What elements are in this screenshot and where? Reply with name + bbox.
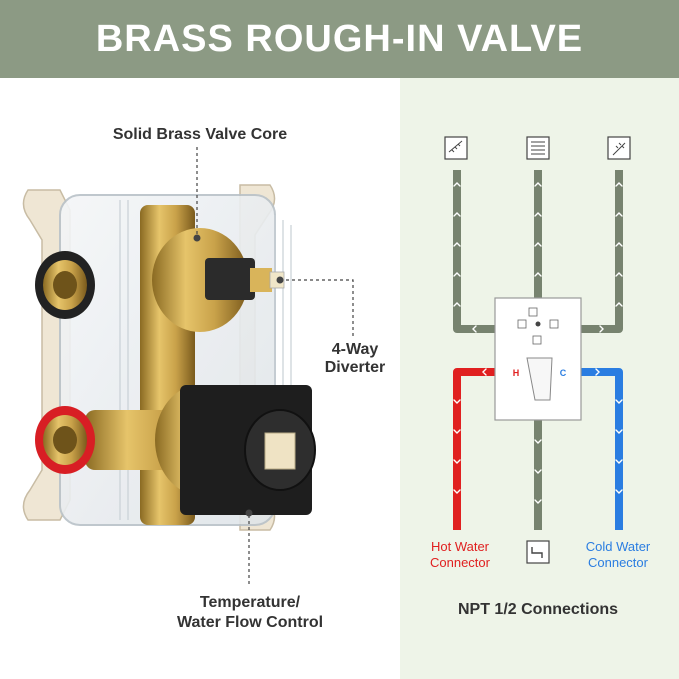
callout-line-diverter — [280, 279, 354, 338]
mixer-handle — [526, 357, 553, 401]
pipe-outlet-right — [581, 170, 623, 333]
cold-label-line2: Connector — [588, 555, 648, 570]
label-diverter-line1: 4-Way — [331, 341, 379, 358]
hot-port — [35, 406, 95, 474]
hot-mark: H — [512, 368, 520, 378]
label-temp-line2: Water Flow Control — [176, 614, 324, 631]
pipe-cold — [581, 368, 623, 530]
trim-plate — [494, 297, 582, 421]
label-diverter-line2: Diverter — [324, 359, 386, 376]
ceiling-shower-icon — [526, 136, 550, 160]
temperature-cartridge — [180, 385, 316, 515]
page-title: BRASS ROUGH-IN VALVE — [95, 17, 584, 60]
pipe-outlet-left — [453, 170, 495, 333]
label-valve-core: Solid Brass Valve Core — [112, 126, 288, 143]
npt-connections-label: NPT 1/2 Connections — [457, 601, 619, 618]
diverter-stem — [205, 258, 285, 300]
hot-label-line2: Connector — [430, 555, 490, 570]
handheld-shower-icon — [607, 136, 631, 160]
hot-label-line1: Hot Water — [430, 539, 490, 554]
pipe-hot — [453, 368, 495, 530]
side-port-top — [35, 251, 95, 319]
cold-label-line1: Cold Water — [585, 539, 651, 554]
cold-mark: C — [559, 368, 567, 378]
label-temp-line1: Temperature/ — [199, 594, 301, 611]
title-banner: BRASS ROUGH-IN VALVE — [0, 0, 679, 78]
tub-spout-icon — [526, 540, 550, 564]
